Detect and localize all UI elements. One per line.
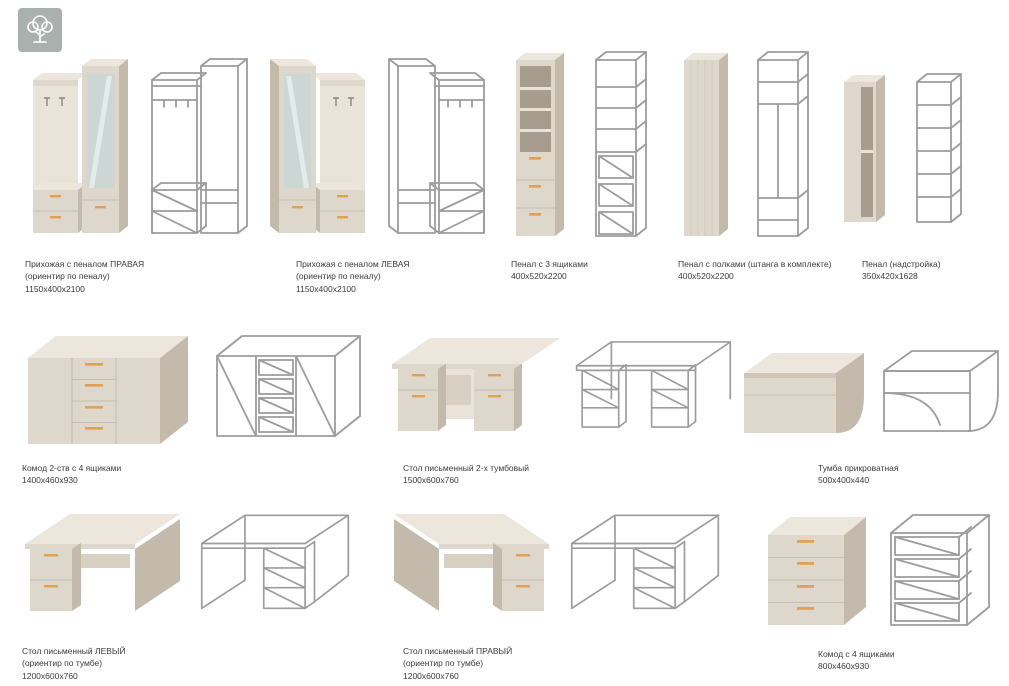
product-views-penal-shelves xyxy=(676,38,818,253)
product-name: Стол письменный ЛЕВЫЙ xyxy=(22,646,126,656)
tree-icon xyxy=(18,8,62,52)
product-dims: 500x400x440 xyxy=(818,475,870,486)
render-view-penal-shelves xyxy=(684,53,728,236)
product-name: Стол письменный 2-х тумбовый xyxy=(403,463,530,473)
product-name: Пенал с 3 ящиками xyxy=(511,259,588,269)
wireframe-view-hallway-left xyxy=(388,58,485,234)
product-dims: 350x420x1628 xyxy=(862,271,918,282)
product-views-penal-top-unit xyxy=(838,62,974,242)
product-name: Стол письменный ПРАВЫЙ xyxy=(403,646,513,656)
product-note: (ориентир по тумбе) xyxy=(22,658,103,669)
product-caption: Пенал с 3 ящиками 400x520x2200 xyxy=(511,258,588,283)
product-caption: Комод с 4 ящиками 800x460x930 xyxy=(818,648,895,673)
wireframe-view-penal-shelves xyxy=(757,51,809,237)
product-dims: 1200x600x760 xyxy=(22,670,78,681)
render-view-penal-top-unit xyxy=(844,75,885,222)
product-name: Прихожая с пеналом ЛЕВАЯ xyxy=(296,259,410,269)
product-caption: Комод 2-ств с 4 ящиками 1400x460x930 xyxy=(22,462,121,487)
product-note: (ориентир по пеналу) xyxy=(25,271,110,282)
product-dims: 1500x600x760 xyxy=(403,475,459,486)
product-caption: Стол письменный ПРАВЫЙ (ориентир по тумб… xyxy=(403,645,512,682)
product-note: (ориентир по тумбе) xyxy=(403,658,484,669)
render-view-dresser-wide xyxy=(28,336,188,444)
product-views-penal-drawers xyxy=(508,38,656,253)
product-dims: 1200x600x760 xyxy=(403,670,459,681)
product-views-desk-right xyxy=(392,492,723,642)
wireframe-view-penal-top-unit xyxy=(916,73,962,223)
product-views-hallway-left xyxy=(268,40,492,255)
product-dims: 1150x400x2100 xyxy=(25,283,85,294)
wireframe-view-desk-double xyxy=(575,341,732,428)
wireframe-view-penal-drawers xyxy=(595,51,647,237)
render-view-desk-double xyxy=(392,338,560,431)
product-views-bedside-table xyxy=(738,335,1000,450)
render-view-desk-right xyxy=(393,513,550,612)
product-name: Пенал (надстройка) xyxy=(862,259,941,269)
brand-logo xyxy=(18,8,62,52)
product-caption: Стол письменный 2-х тумбовый 1500x600x76… xyxy=(403,462,529,487)
wireframe-view-desk-right xyxy=(570,514,720,610)
product-caption: Прихожая с пеналом ЛЕВАЯ (ориентир по пе… xyxy=(296,258,410,295)
wireframe-view-bedside-table xyxy=(883,350,999,432)
product-note: (ориентир по пеналу) xyxy=(296,271,381,282)
product-caption: Прихожая с пеналом ПРАВАЯ (ориентир по п… xyxy=(25,258,144,295)
product-name: Комод 2-ств с 4 ящиками xyxy=(22,463,122,473)
wireframe-view-hallway-right xyxy=(151,58,248,234)
product-caption: Стол письменный ЛЕВЫЙ (ориентир по тумбе… xyxy=(22,645,126,682)
product-dims: 1400x460x930 xyxy=(22,475,78,486)
product-name: Прихожая с пеналом ПРАВАЯ xyxy=(25,259,145,269)
product-dims: 1150x400x2100 xyxy=(296,283,356,294)
product-name: Пенал с полками (штанга в комплекте) xyxy=(678,259,832,269)
product-views-chest-4-drawers xyxy=(760,495,1000,640)
product-caption: Тумба прикроватная 500x400x440 xyxy=(818,462,899,487)
render-view-chest-4-drawers xyxy=(768,517,866,625)
wireframe-view-desk-left xyxy=(200,514,350,610)
render-view-desk-left xyxy=(25,514,180,611)
product-caption: Пенал с полками (штанга в комплекте) 400… xyxy=(678,258,831,283)
render-view-bedside-table xyxy=(744,353,864,433)
render-view-hallway-left xyxy=(269,58,366,234)
product-name: Комод с 4 ящиками xyxy=(818,649,895,659)
product-dims: 800x460x930 xyxy=(818,661,870,672)
render-view-penal-drawers xyxy=(516,53,564,236)
product-views-hallway-right xyxy=(25,40,249,255)
wireframe-view-chest-4-drawers xyxy=(890,514,990,626)
product-name: Тумба прикроватная xyxy=(818,463,899,473)
product-caption: Пенал (надстройка) 350x420x1628 xyxy=(862,258,941,283)
render-view-hallway-right xyxy=(33,59,128,233)
product-views-desk-left xyxy=(22,492,353,642)
product-views-dresser-wide xyxy=(22,310,362,460)
wireframe-view-dresser-wide xyxy=(216,335,361,437)
product-dims: 400x520x2200 xyxy=(678,271,734,282)
product-views-desk-double xyxy=(388,322,733,447)
product-dims: 400x520x2200 xyxy=(511,271,567,282)
